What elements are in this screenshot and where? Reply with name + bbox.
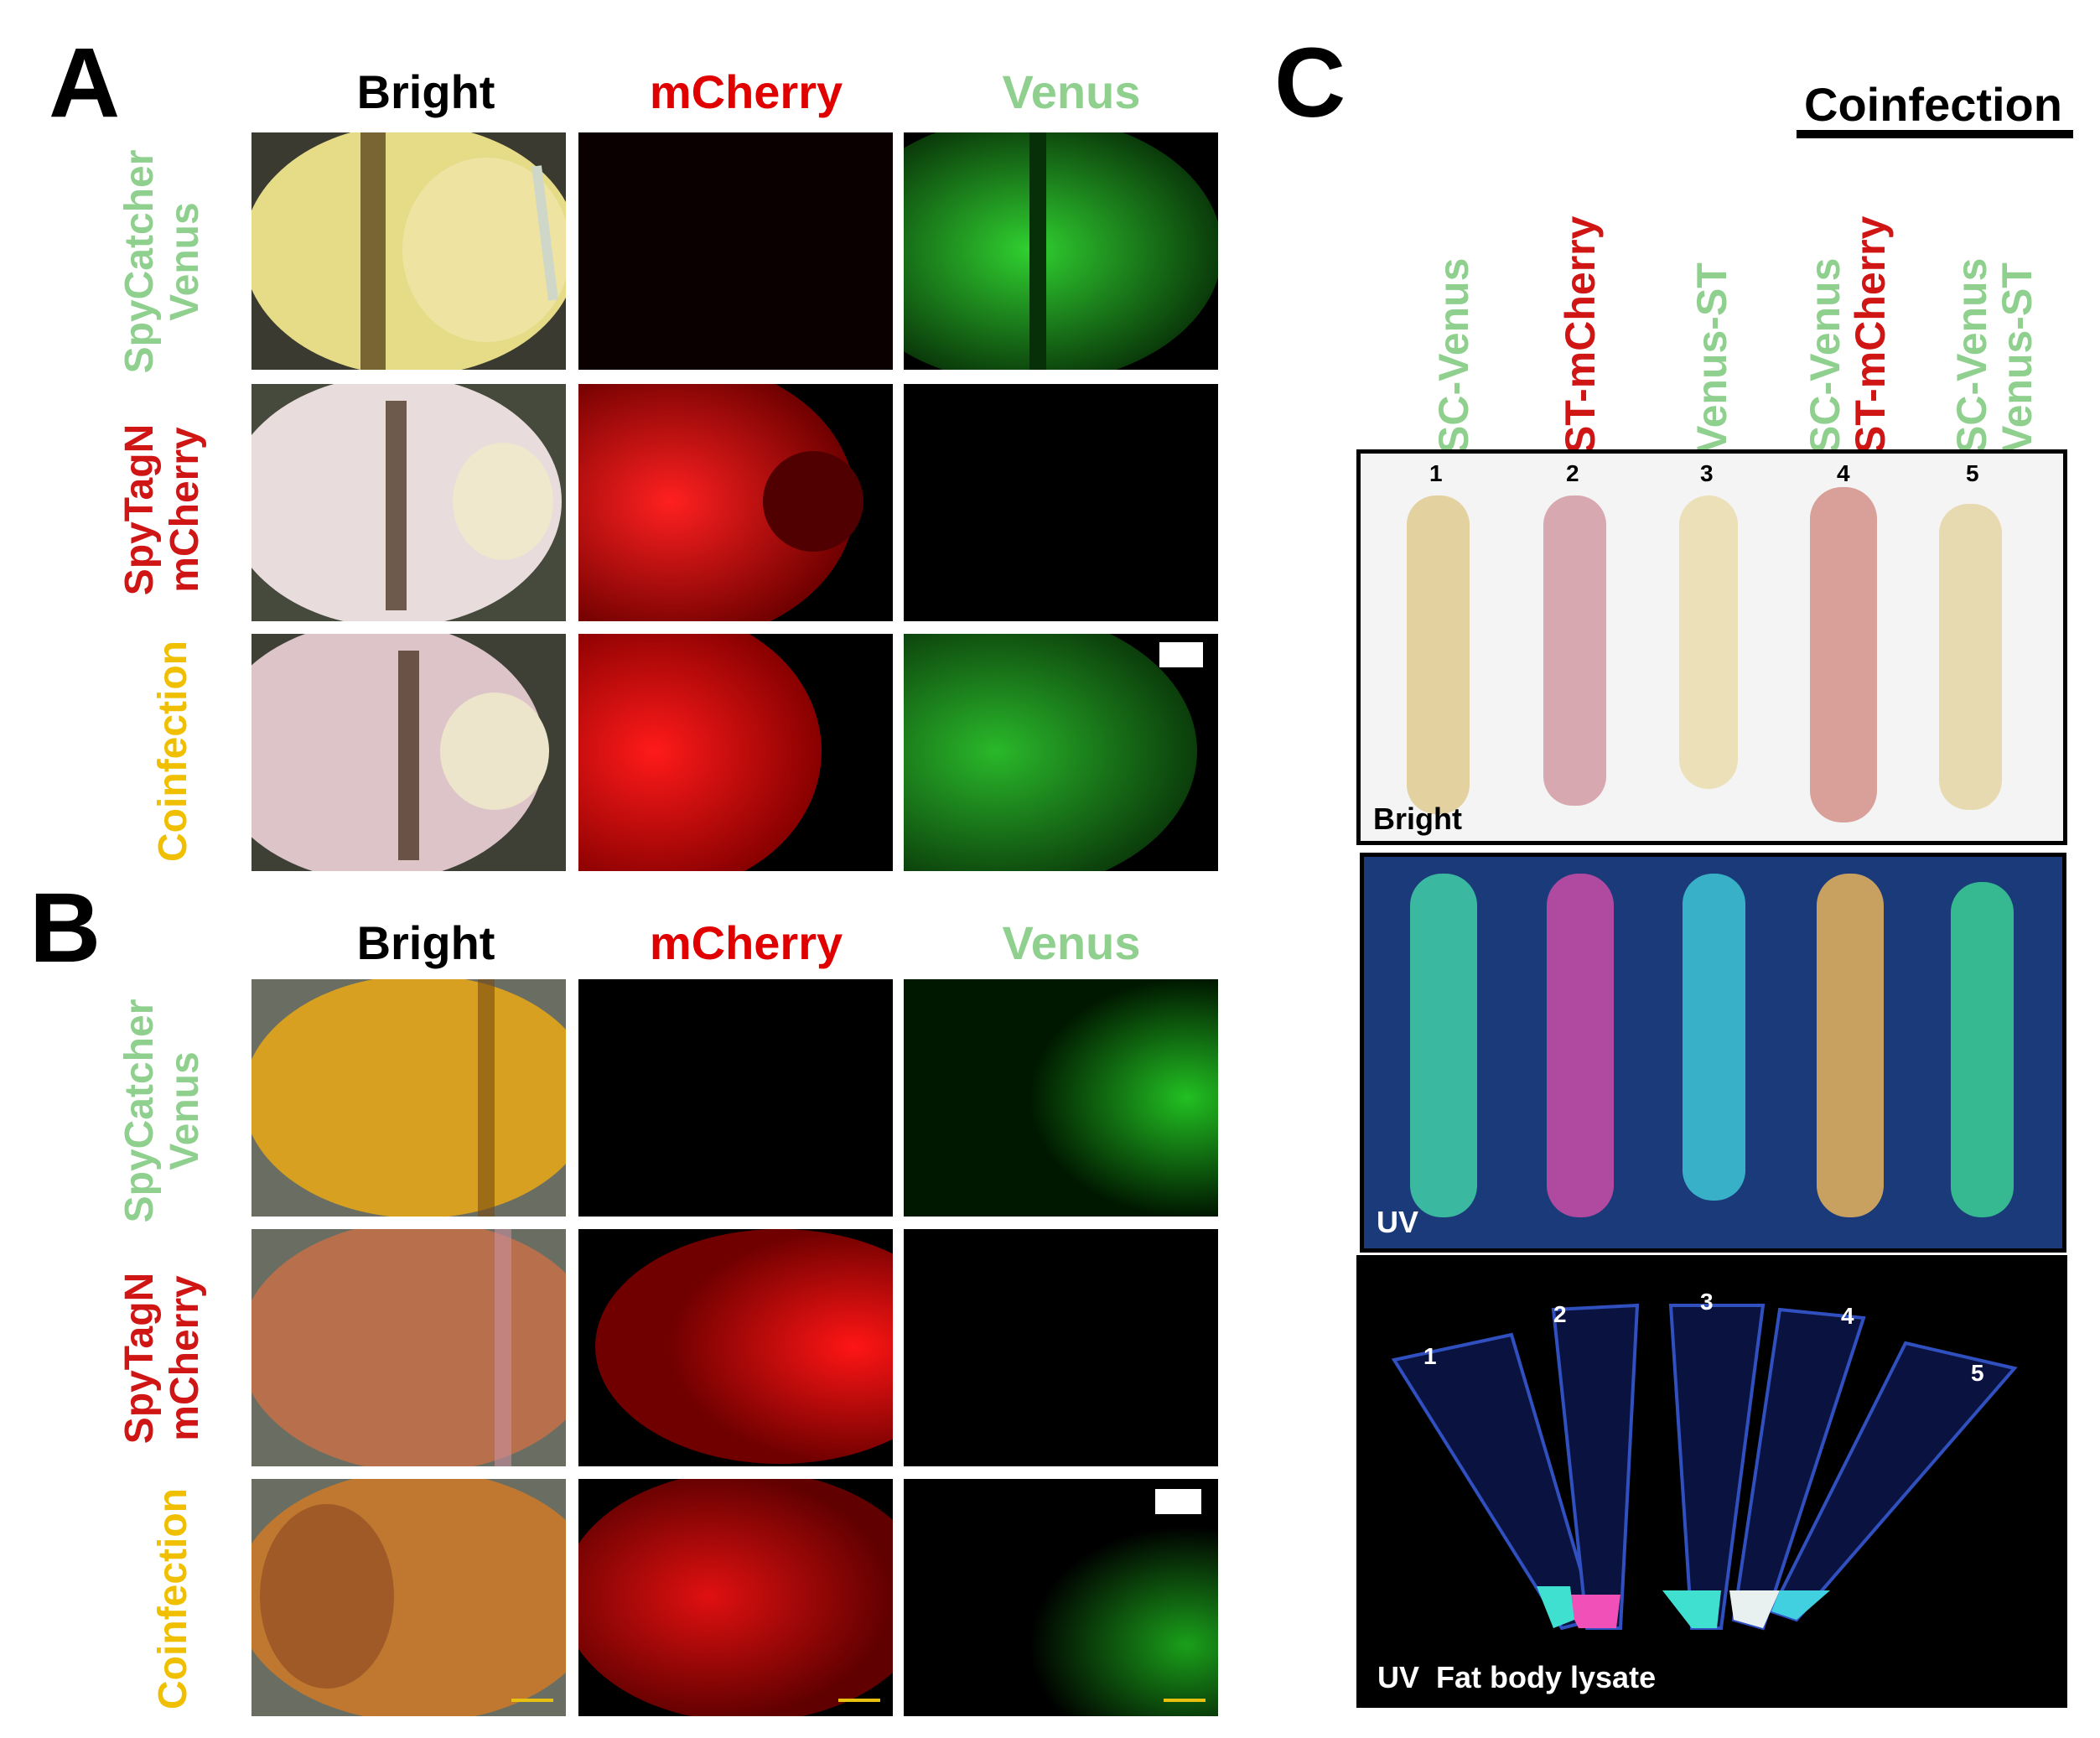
image-a-mcherry-coinfection bbox=[578, 634, 893, 871]
coinfection-header: Coinfection bbox=[1804, 78, 2062, 131]
tube-number-4: 4 bbox=[1841, 1303, 1854, 1329]
lane-number-5: 5 bbox=[1966, 460, 1979, 486]
image-a-bright-spycatcher bbox=[251, 132, 566, 370]
tube-number-5: 5 bbox=[1971, 1360, 1984, 1386]
uv-fat-body-lysate-label: UV Fat body lysate bbox=[1377, 1660, 1657, 1694]
lane-label-3: Venus-ST bbox=[1688, 262, 1735, 454]
tube-number-2: 2 bbox=[1553, 1301, 1567, 1327]
image-b-mcherry-spytagn bbox=[578, 1229, 893, 1466]
row-label-coinfection-b: Coinfection bbox=[151, 1488, 195, 1709]
lane-number-1: 1 bbox=[1429, 460, 1443, 486]
scale-bar bbox=[1159, 642, 1203, 667]
scale-bar bbox=[1164, 1699, 1206, 1702]
scale-bar bbox=[511, 1699, 553, 1702]
bright-label: Bright bbox=[1373, 802, 1462, 836]
image-b-venus-spytagn bbox=[904, 1229, 1218, 1466]
coinfection-underline bbox=[1797, 130, 2073, 138]
tube-number-1: 1 bbox=[1423, 1343, 1437, 1369]
lane-label-5: SC-Venus Venus-ST bbox=[1948, 257, 2040, 454]
image-b-venus-coinfection bbox=[904, 1479, 1218, 1716]
image-b-bright-spytagn bbox=[251, 1229, 566, 1466]
panel-letter-a: A bbox=[49, 28, 121, 138]
column-header-bright: Bright bbox=[356, 65, 495, 118]
lane-number-3: 3 bbox=[1700, 460, 1714, 486]
image-a-venus-coinfection bbox=[904, 634, 1218, 871]
image-b-bright-coinfection bbox=[251, 1479, 566, 1716]
image-b-mcherry-spycatcher bbox=[578, 979, 893, 1217]
lane-label-4: SC-Venus ST-mCherry bbox=[1802, 215, 1894, 454]
uv-lysate-tubes-photo: 1 2 3 4 5 UV Fat body lysate bbox=[1356, 1255, 2067, 1708]
lane-label-1: SC-Venus bbox=[1430, 257, 1477, 454]
image-b-mcherry-coinfection bbox=[578, 1479, 893, 1716]
panel-letter-b: B bbox=[29, 873, 101, 983]
lane-number-2: 2 bbox=[1566, 460, 1579, 486]
uv-label: UV bbox=[1377, 1205, 1419, 1239]
tube-number-3: 3 bbox=[1700, 1289, 1714, 1315]
image-b-venus-spycatcher bbox=[904, 979, 1218, 1217]
lane-label-2: ST-mCherry bbox=[1557, 215, 1604, 454]
scale-bar bbox=[1155, 1489, 1201, 1514]
image-a-mcherry-spytagn bbox=[578, 384, 893, 621]
panel-letter-c: C bbox=[1274, 28, 1346, 138]
column-header-bright-b: Bright bbox=[356, 916, 495, 969]
image-b-bright-spycatcher bbox=[251, 979, 566, 1217]
column-header-venus-b: Venus bbox=[1002, 916, 1141, 969]
column-header-venus: Venus bbox=[1002, 65, 1141, 118]
row-label-coinfection: Coinfection bbox=[151, 641, 195, 862]
image-a-venus-spycatcher bbox=[904, 132, 1218, 370]
column-header-mcherry-b: mCherry bbox=[649, 916, 843, 969]
lane-number-4: 4 bbox=[1837, 460, 1850, 486]
image-a-venus-spytagn bbox=[904, 384, 1218, 621]
uv-larvae-photo: UV bbox=[1360, 853, 2066, 1253]
bright-larvae-photo: Bright 1 2 3 4 5 bbox=[1356, 449, 2067, 845]
image-a-bright-coinfection bbox=[251, 634, 566, 871]
image-a-bright-spytagn bbox=[251, 384, 566, 621]
image-a-mcherry-spycatcher bbox=[578, 132, 893, 370]
column-header-mcherry: mCherry bbox=[649, 65, 843, 118]
scale-bar bbox=[838, 1699, 880, 1702]
